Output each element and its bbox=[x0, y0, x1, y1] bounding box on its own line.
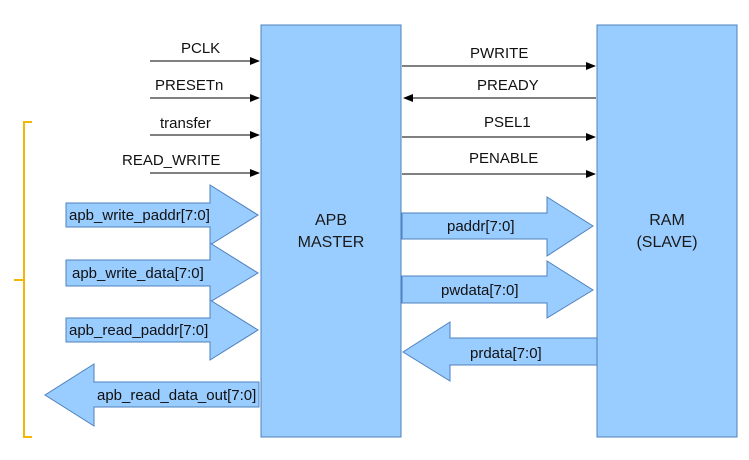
apb-read-data-out-label: apb_read_data_out[7:0] bbox=[97, 387, 256, 404]
prdata-bus-arrow bbox=[402, 321, 598, 382]
read-write-label: READ_WRITE bbox=[122, 152, 220, 169]
presetn-label: PRESETn bbox=[155, 77, 223, 94]
penable-label: PENABLE bbox=[469, 150, 538, 167]
master-label-line2: MASTER bbox=[298, 234, 365, 251]
apb-read-paddr-bus-arrow bbox=[65, 299, 259, 361]
pwdata-label: pwdata[7:0] bbox=[441, 282, 519, 299]
slave-label-line2: (SLAVE) bbox=[636, 234, 697, 251]
apb-master-block bbox=[260, 24, 402, 438]
apb-write-paddr-label: apb_write_paddr[7:0] bbox=[69, 207, 210, 224]
apb-write-data-bus-arrow bbox=[65, 242, 259, 303]
grouping-bracket bbox=[14, 121, 32, 438]
ram-slave-block bbox=[596, 24, 738, 438]
slave-label-line1: RAM bbox=[649, 212, 685, 229]
paddr-bus-arrow bbox=[401, 196, 594, 257]
apb-read-paddr-label: apb_read_paddr[7:0] bbox=[69, 322, 208, 339]
apb-read-data-out-bus-arrow bbox=[44, 363, 260, 427]
apb-write-data-label: apb_write_data[7:0] bbox=[72, 265, 204, 282]
master-label-line1: APB bbox=[315, 212, 347, 229]
pwrite-label: PWRITE bbox=[470, 45, 528, 62]
apb-write-paddr-bus-arrow bbox=[65, 184, 259, 246]
pready-label: PREADY bbox=[477, 77, 539, 94]
paddr-label: paddr[7:0] bbox=[447, 218, 515, 235]
pwdata-bus-arrow bbox=[401, 260, 594, 319]
prdata-label: prdata[7:0] bbox=[470, 345, 542, 362]
pclk-label: PCLK bbox=[181, 40, 220, 57]
transfer-label: transfer bbox=[160, 115, 211, 132]
psel1-label: PSEL1 bbox=[484, 114, 531, 131]
